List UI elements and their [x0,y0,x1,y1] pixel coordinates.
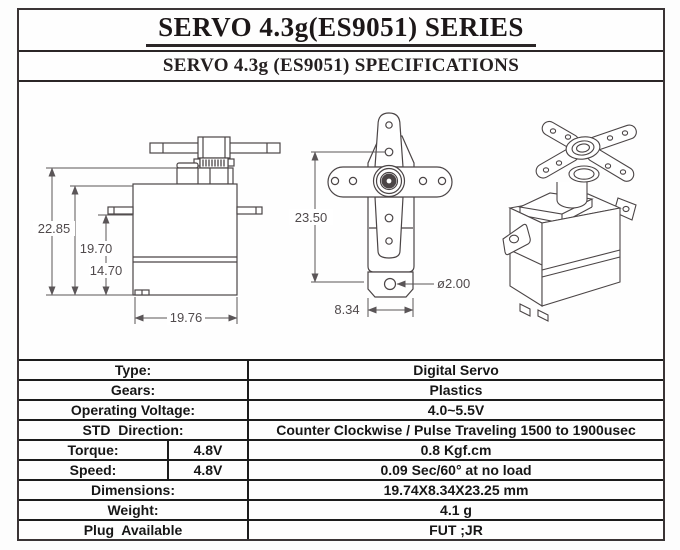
row-label: STD Direction: [19,421,249,439]
technical-drawings-area: 22.85 19.70 14.70 19.76 [19,82,663,361]
row-value: 0.8 Kgf.cm [420,442,492,458]
dim-label-hole-diameter: ø2.00 [437,276,470,291]
dim-label-flange-height: 14.70 [90,263,123,278]
row-label: Gears: [19,381,249,399]
table-row-speed: Speed: 4.8V 0.09 Sec/60° at no load [19,459,663,479]
row-label: Dimensions: [19,481,249,499]
row-value: 4.0~5.5V [427,402,485,418]
document-frame: SERVO 4.3g(ES9051) SERIES SERVO 4.3g (ES… [17,8,665,541]
table-row-plug: Plug Available FUT ;JR [19,519,663,539]
side-view-drawing: 22.85 19.70 14.70 19.76 [33,136,281,325]
row-value: Counter Clockwise / Pulse Traveling 1500… [276,422,636,438]
row-value: 0.09 Sec/60° at no load [380,462,532,478]
row-label: Operating Voltage: [19,401,249,419]
table-row-type: Type: Digital Servo [19,361,663,379]
front-view-drawing: 23.50 ø2.00 8.34 [289,112,470,317]
table-row-gears: Gears: Plastics [19,379,663,399]
dim-label-body-width: 19.76 [170,310,203,325]
dim-label-overall-height: 23.50 [295,210,328,225]
table-row-weight: Weight: 4.1 g [19,499,663,519]
dim-label-total-height: 22.85 [38,221,71,236]
row-value: Plastics [429,382,483,398]
isometric-view-drawing [502,120,637,322]
row-value: 19.74X8.34X23.25 mm [383,482,529,498]
table-row-operating-voltage: Operating Voltage: 4.0~5.5V [19,399,663,419]
row-value: 4.1 g [440,502,472,518]
row-label: Weight: [19,501,249,519]
row-value: FUT ;JR [429,522,483,538]
title-band: SERVO 4.3g(ES9051) SERIES [19,10,663,52]
row-label: Type: [19,361,249,379]
page-subtitle: SERVO 4.3g (ES9051) SPECIFICATIONS [19,52,663,82]
row-label: Plug Available [19,521,249,539]
table-row-std-direction: STD Direction: Counter Clockwise / Pulse… [19,419,663,439]
row-value: Digital Servo [413,362,499,378]
dim-label-upper-height: 19.70 [80,241,113,256]
row-label: Speed: [19,461,169,479]
row-label: Torque: [19,441,169,459]
table-row-torque: Torque: 4.8V 0.8 Kgf.cm [19,439,663,459]
table-row-dimensions: Dimensions: 19.74X8.34X23.25 mm [19,479,663,499]
row-voltage: 4.8V [169,461,249,479]
row-voltage: 4.8V [169,441,249,459]
page-title: SERVO 4.3g(ES9051) SERIES [146,12,536,47]
dim-label-front-width: 8.34 [334,302,359,317]
spec-table: Type: Digital Servo Gears: Plastics Oper… [19,361,663,539]
